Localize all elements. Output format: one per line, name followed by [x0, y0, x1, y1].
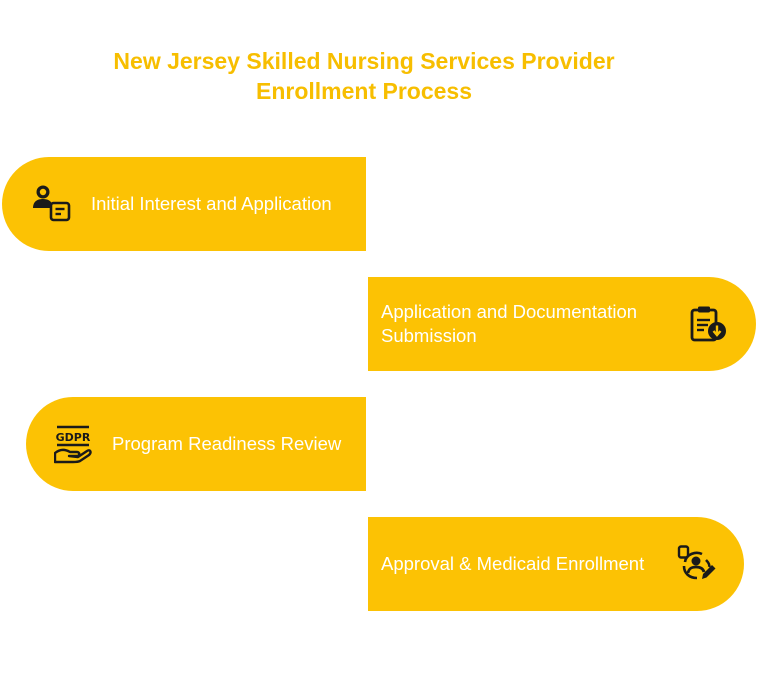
step-label: Initial Interest and Application: [91, 193, 332, 214]
clipboard-download-icon: [690, 306, 726, 342]
title-line-1: New Jersey Skilled Nursing Services Prov…: [113, 48, 615, 74]
title-line-2: Enrollment Process: [255, 78, 473, 104]
step-label: Application and Documentation Submission: [381, 300, 681, 348]
step-label-line-1: Application and Documentation: [381, 301, 638, 322]
user-edit-icon: [677, 545, 716, 580]
step-label-line-2: Submission: [381, 325, 477, 346]
svg-text:GDPR: GDPR: [56, 431, 91, 444]
gdpr-hand-icon: GDPR: [54, 425, 92, 464]
step-label: Approval & Medicaid Enrollment: [381, 553, 645, 574]
step-application-submission: Application and Documentation Submission: [368, 277, 756, 371]
page-title: New Jersey Skilled Nursing Services Prov…: [70, 46, 658, 106]
step-label: Program Readiness Review: [112, 433, 342, 454]
step-approval-enrollment: Approval & Medicaid Enrollment: [368, 517, 744, 611]
person-form-icon: [33, 185, 71, 222]
step-initial-interest: Initial Interest and Application: [2, 157, 366, 251]
step-program-readiness: GDPR Program Readiness Review: [26, 397, 366, 491]
